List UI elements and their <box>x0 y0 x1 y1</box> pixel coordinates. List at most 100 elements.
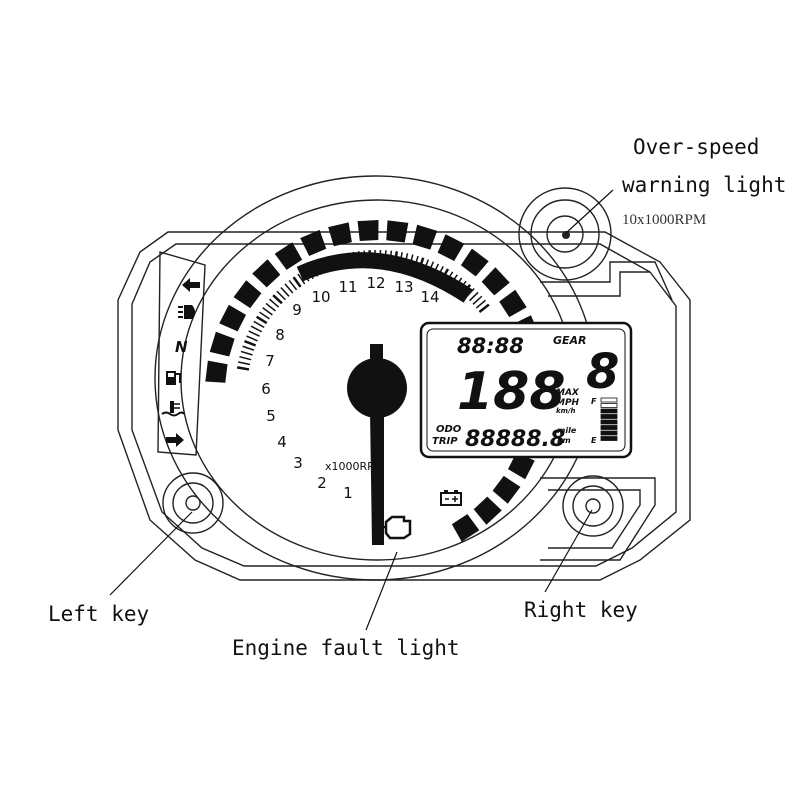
tach-label-6: 6 <box>261 380 271 398</box>
coolant-temp-icon <box>161 401 185 417</box>
tach-label-13: 13 <box>394 278 413 296</box>
tach-tick <box>269 298 280 308</box>
callout-leaders <box>109 189 614 631</box>
tach-tick <box>423 259 430 272</box>
lcd-speed: 188 <box>457 362 566 422</box>
lcd-trip-label: TRIP <box>432 436 458 447</box>
tachometer-ticks <box>236 250 490 371</box>
tach-bar-segment <box>274 242 303 270</box>
tach-bar-segment <box>233 280 262 309</box>
tach-bar-segment <box>205 360 228 383</box>
lcd-gear-value: 8 <box>586 344 619 400</box>
tach-tick <box>465 287 475 298</box>
tach-label-12: 12 <box>366 274 385 292</box>
tach-label-1: 1 <box>343 484 353 502</box>
tach-bar-segment <box>460 248 489 277</box>
fuel-bar-segment <box>600 436 618 441</box>
lcd-odo-unit-mile: mile <box>557 426 577 435</box>
tach-tick <box>453 277 463 289</box>
tach-bar-segment <box>412 224 438 250</box>
tach-tick <box>352 251 357 264</box>
tach-tick <box>457 280 467 292</box>
tach-tick <box>418 257 425 270</box>
tach-label-11: 11 <box>338 278 357 296</box>
neutral-icon: N <box>175 338 188 356</box>
fuel-bar-segment <box>600 430 618 436</box>
lcd-gear-label: GEAR <box>553 334 587 347</box>
tach-tick <box>246 335 258 342</box>
tach-tick <box>331 257 337 269</box>
tach-label-8: 8 <box>275 326 285 344</box>
tachometer-needle <box>347 344 407 545</box>
fuel-bar-segment <box>600 419 618 425</box>
tach-bar-segment <box>492 475 521 504</box>
fuel-empty-label: E <box>591 436 597 445</box>
left-key[interactable] <box>162 472 224 534</box>
tach-label-5: 5 <box>266 407 276 425</box>
fuel-gauge <box>600 397 618 441</box>
tach-bar-segment <box>437 234 465 262</box>
tach-tick <box>306 267 314 280</box>
tach-tick <box>440 268 450 281</box>
tach-bar-segment <box>499 289 527 318</box>
tach-tick <box>326 258 332 271</box>
tach-bar-segment <box>481 267 510 296</box>
fuel-bar-segment <box>600 397 618 403</box>
tach-tick <box>363 250 366 263</box>
tach-tick <box>272 294 283 305</box>
right-key[interactable] <box>562 475 624 537</box>
tach-unit-label: x1000RPM <box>325 460 383 473</box>
engine-fault-callout: Engine fault light <box>232 636 460 660</box>
tach-tick <box>248 330 260 337</box>
tach-tick <box>347 252 352 265</box>
tach-tick <box>288 279 298 291</box>
tach-bar-segment <box>386 220 409 243</box>
tach-tick <box>255 315 268 325</box>
tachometer-scale: 1 2 3 4 5 6 7 8 9 10 11 12 13 14 x1000RP… <box>261 274 439 502</box>
tach-tick <box>472 295 483 305</box>
tach-tick <box>238 361 251 366</box>
over-speed-callout-line2: warning light <box>622 173 786 197</box>
tach-label-10: 10 <box>311 288 330 306</box>
tach-tick <box>253 320 265 329</box>
over-speed-callout-line1: Over-speed <box>633 135 759 159</box>
tach-tick <box>265 302 276 312</box>
tach-tick <box>311 265 319 277</box>
tach-tick <box>243 339 257 347</box>
tach-tick <box>368 250 372 263</box>
tach-tick <box>276 290 286 301</box>
tach-tick <box>404 253 409 266</box>
tach-tick <box>239 355 252 361</box>
lcd-odo-label: ODO <box>436 424 462 435</box>
tach-tick <box>301 270 310 282</box>
tach-label-14: 14 <box>420 288 439 306</box>
fuel-bar-segment <box>600 403 618 408</box>
lcd-odo-unit-km: km <box>557 436 571 445</box>
engine-icon <box>380 515 412 540</box>
tach-bar-segment <box>209 331 235 357</box>
tach-tick <box>242 345 255 351</box>
fuel-pump-icon <box>166 371 181 385</box>
fuel-bar-segment <box>600 414 618 419</box>
tach-bar-segment <box>328 222 352 247</box>
indicator-column: N <box>161 278 200 447</box>
tach-tick <box>449 274 458 286</box>
tach-bar-segment <box>451 514 480 542</box>
headlight-icon <box>178 305 195 319</box>
tach-label-9: 9 <box>292 301 302 319</box>
tach-tick <box>413 255 419 268</box>
tach-tick <box>262 307 273 316</box>
tach-tick <box>280 286 290 297</box>
tach-tick <box>445 271 454 283</box>
tach-tick <box>336 255 342 268</box>
fuel-bar-segment <box>600 425 618 430</box>
tach-tick <box>469 291 479 302</box>
turn-right-arrow-icon <box>166 433 184 447</box>
tach-bar-segment <box>357 220 379 241</box>
tach-tick <box>357 251 362 264</box>
tach-tick <box>250 325 263 333</box>
tach-tick <box>399 252 403 265</box>
left-key-callout: Left key <box>48 602 149 626</box>
lcd-odometer: 88888.8 <box>465 427 565 452</box>
